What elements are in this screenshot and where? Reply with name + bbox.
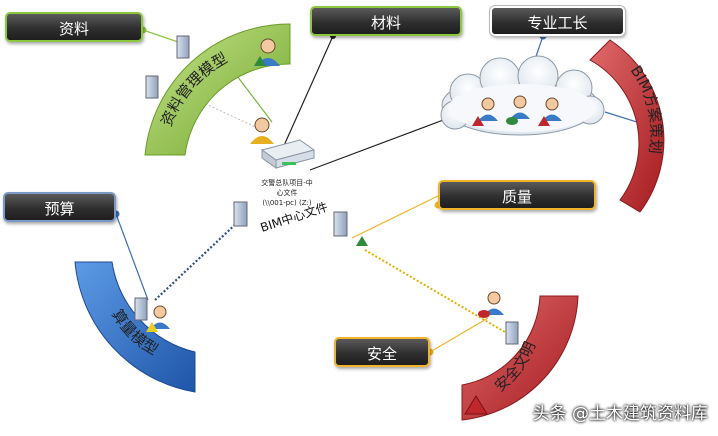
line-docs: [142, 29, 179, 43]
network-drive-icon: [260, 139, 316, 169]
qty-model-arc: 算量模型: [74, 261, 196, 393]
line-bim-budget: [154, 219, 241, 301]
person-icon-docs: [254, 38, 280, 66]
server-icon-safety: [505, 321, 519, 345]
label-materials: 材料: [310, 6, 462, 36]
person-icon-safety: [478, 291, 504, 318]
label-quality: 质量: [438, 180, 596, 210]
server-name-line2: 心文件: [276, 189, 298, 197]
label-budget: 预算: [3, 192, 116, 222]
line-bim-safety: [364, 249, 511, 336]
server-icon-bim-1: [233, 201, 248, 227]
server-icon-docs-2: [145, 75, 159, 99]
server-name-line1: 交警总队项目-中: [261, 179, 313, 187]
label-safety: 安全: [334, 337, 430, 367]
line-budget: [115, 213, 149, 301]
watermark: 头条 @土木建筑资料库: [532, 404, 708, 424]
person-icon-center: [250, 117, 274, 144]
line-safety: [429, 317, 489, 353]
server-icon-budget: [134, 297, 148, 321]
person-icon-budget: [146, 305, 170, 332]
line-materials: [281, 35, 334, 151]
red-triangle-icon: [464, 395, 488, 415]
person-icon-cloud-3: [538, 97, 562, 126]
cloud: [440, 55, 605, 136]
line-dotted-doc: [179, 91, 263, 131]
label-docs: 资料: [5, 12, 143, 42]
line-plan: [604, 111, 641, 124]
label-foreman: 专业工长: [489, 5, 626, 37]
line-quality: [351, 195, 439, 239]
server-name: 交警总队项目-中 心文件 (\\001-pc) (Z:): [252, 178, 322, 208]
server-icon-docs-1: [176, 35, 190, 59]
person-icon-cloud-1: [472, 97, 498, 126]
green-triangle-icon: [356, 236, 368, 246]
server-name-line3: (\\001-pc) (Z:): [262, 199, 312, 207]
bim-plan-arc: BIM方案策划: [589, 39, 665, 213]
server-icon-bim-2: [333, 211, 348, 237]
person-icon-cloud-2: [506, 95, 530, 125]
